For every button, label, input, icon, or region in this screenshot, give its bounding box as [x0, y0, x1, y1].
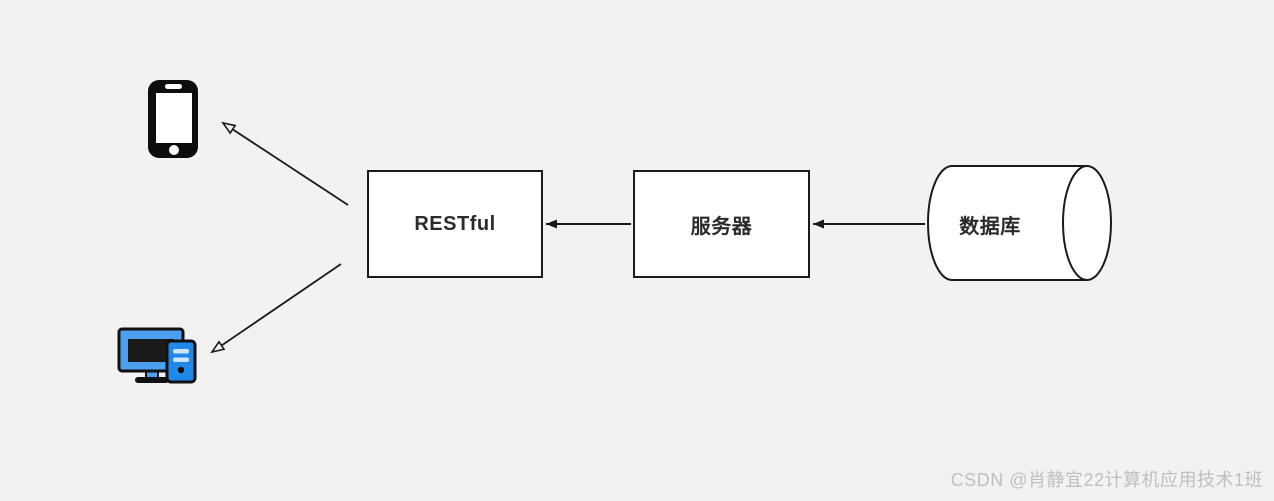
csdn-watermark: CSDN @肖静宜22计算机应用技术1班 [950, 470, 1263, 490]
node-server-label: 服务器 [690, 215, 753, 238]
node-database: 数据库 [933, 170, 1047, 278]
desktop-computer-icon [117, 327, 197, 384]
node-server: 服务器 [633, 170, 810, 278]
node-restful-label: RESTful [414, 212, 496, 235]
database-cylinder-shape [927, 165, 1112, 281]
edge-restful-to-mobile [221, 121, 349, 206]
node-restful: RESTful [367, 170, 543, 278]
smartphone-icon [148, 80, 198, 158]
edge-restful-to-desktop [210, 263, 342, 354]
node-database-label: 数据库 [959, 215, 1021, 238]
